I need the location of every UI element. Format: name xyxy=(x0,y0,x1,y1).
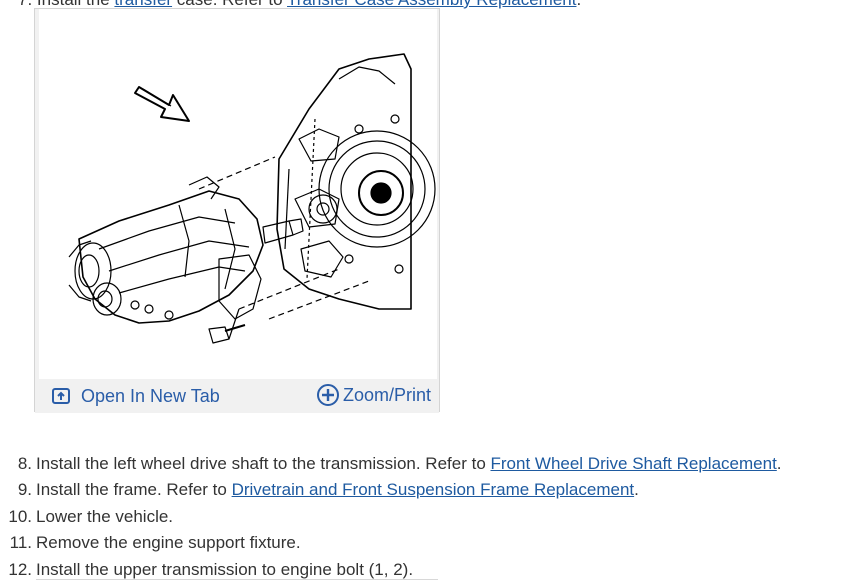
illustration-drawing xyxy=(68,53,436,344)
figure-toolbar: Open In New Tab Zoom/Print xyxy=(35,379,439,413)
step-text-after: . xyxy=(634,480,639,500)
step-text: Install the left wheel drive shaft to th… xyxy=(36,452,782,476)
transfer-link[interactable]: transfer xyxy=(114,0,172,9)
open-new-tab-icon xyxy=(52,388,70,404)
front-wheel-drive-shaft-link[interactable]: Front Wheel Drive Shaft Replacement xyxy=(490,454,777,473)
step-text: Remove the engine support fixture. xyxy=(36,533,301,553)
zoom-print-label: Zoom/Print xyxy=(342,384,431,405)
step-text: Install the xyxy=(37,0,115,9)
step-number: 7. xyxy=(18,0,32,9)
figure-container: Open In New Tab Zoom/Print xyxy=(34,8,440,413)
step-7-line: 7. Install the transfer case. Refer to T… xyxy=(18,0,581,10)
circle-plus-icon xyxy=(316,384,339,406)
step-number: 10. xyxy=(8,506,32,526)
step-text: Install the frame. Refer to Drivetrain a… xyxy=(36,478,639,502)
step-number: 12. xyxy=(8,559,32,579)
transfer-case-illustration xyxy=(39,9,437,379)
step-text: . xyxy=(576,0,581,9)
step-text: case. Refer to xyxy=(172,0,287,9)
list-item: 10. Lower the vehicle. xyxy=(0,505,842,531)
step-text: Lower the vehicle. xyxy=(36,506,174,526)
open-in-new-tab-button[interactable]: Open In New Tab xyxy=(51,385,220,407)
transfer-case-replacement-link[interactable]: Transfer Case Assembly Replacement xyxy=(287,0,576,9)
zoom-print-button[interactable]: Zoom/Print xyxy=(316,383,431,407)
drivetrain-frame-link[interactable]: Drivetrain and Front Suspension Frame Re… xyxy=(231,480,635,500)
list-item: 12. Install the upper transmission to en… xyxy=(0,558,842,584)
divider xyxy=(36,579,438,580)
step-text-before: Install the left wheel drive shaft to th… xyxy=(36,454,491,473)
step-number: 9. xyxy=(17,480,32,500)
list-item: 9. Install the frame. Refer to Drivetrai… xyxy=(0,478,842,504)
list-item: 11. Remove the engine support fixture. xyxy=(0,531,842,557)
list-item: 8. Install the left wheel drive shaft to… xyxy=(0,452,842,478)
step-number: 11. xyxy=(9,533,32,553)
step-text-after: . xyxy=(776,454,782,473)
procedure-steps-list: 8. Install the left wheel drive shaft to… xyxy=(0,452,842,584)
step-text-before: Install the frame. Refer to xyxy=(36,480,232,500)
open-in-new-tab-label: Open In New Tab xyxy=(81,385,220,406)
step-text: Install the upper transmission to engine… xyxy=(36,559,414,579)
step-number: 8. xyxy=(17,454,32,473)
